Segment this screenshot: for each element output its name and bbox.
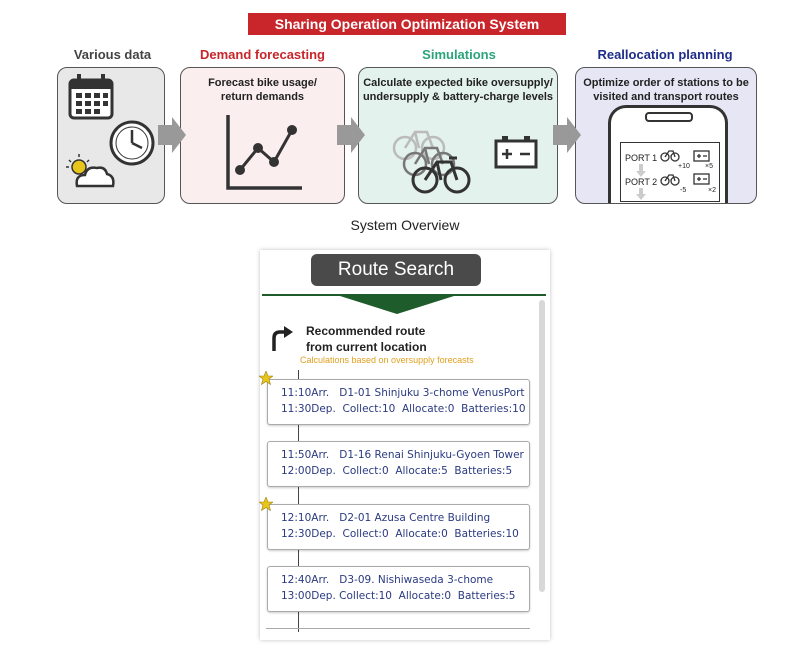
next-card-edge: [266, 628, 530, 629]
stage-title-demand-forecasting: Demand forecasting: [200, 47, 325, 62]
stop-arrival: 11:10Arr. D1-01 Shinjuku 3-chome VenusPo…: [281, 387, 525, 399]
stage-title-simulations: Simulations: [422, 47, 496, 62]
header-divider: [262, 294, 546, 296]
stage-title-reallocation-planning: Reallocation planning: [597, 47, 733, 62]
turn-right-icon: [272, 326, 293, 351]
port-2-battery-count: ×2: [708, 187, 716, 194]
route-search-button[interactable]: Route Search: [311, 254, 481, 286]
port-2-label: PORT 2: [625, 177, 658, 187]
demand-text-line1: Forecast bike usage/: [208, 77, 317, 89]
arrow-right-icon: [158, 117, 186, 153]
recommended-route-heading-line2: from current location: [306, 340, 427, 354]
phone-screen: [620, 142, 720, 202]
demand-forecasting-box: [180, 67, 345, 204]
reallocation-text-line1: Optimize order of stations to be: [583, 77, 749, 89]
stop-arrival: 12:10Arr. D2-01 Azusa Centre Building: [281, 512, 491, 524]
down-arrow-icon: [636, 188, 646, 200]
port-1-bike-change: +10: [678, 163, 690, 170]
reallocation-text-line2: visited and transport routes: [593, 91, 739, 103]
route-stop-card[interactable]: 12:40Arr. D3-09. Nishiwaseda 3-chome 13:…: [267, 566, 530, 612]
weather-icon: [66, 154, 115, 188]
clock-icon: [109, 120, 155, 166]
recommended-route-heading-line1: Recommended route: [306, 324, 426, 338]
stop-arrival: 12:40Arr. D3-09. Nishiwaseda 3-chome: [281, 574, 494, 586]
simulation-text-line1: Calculate expected bike oversupply/: [363, 77, 553, 89]
star-icon: [259, 371, 273, 385]
port-icons: [660, 150, 710, 186]
various-data-icons: [66, 74, 155, 188]
port-2-bike-change: -5: [680, 187, 687, 194]
simulations-box: [358, 67, 558, 204]
route-timeline: [298, 370, 299, 632]
simulation-text-line2: undersupply & battery-charge levels: [362, 91, 554, 103]
battery-icon: [494, 136, 538, 169]
stop-departure: 13:00Dep. Collect:10 Allocate:0 Batterie…: [281, 590, 516, 602]
calendar-icon: [68, 74, 114, 120]
bicycles-icon: [392, 130, 471, 194]
bicycle-icon: [660, 150, 680, 186]
line-chart-icon: [226, 115, 302, 190]
arrow-right-icon: [553, 117, 581, 153]
star-icon: [259, 497, 273, 511]
stop-departure: 12:00Dep. Collect:0 Allocate:5 Batteries…: [281, 465, 513, 477]
route-stop-card[interactable]: 12:10Arr. D2-01 Azusa Centre Building 12…: [267, 504, 530, 550]
battery-icon: [693, 150, 710, 185]
system-title-banner: Sharing Operation Optimization System: [248, 13, 566, 35]
route-stop-card[interactable]: 11:50Arr. D1-16 Renai Shinjuku-Gyoen Tow…: [267, 441, 530, 487]
forecast-note: Calculations based on oversupply forecas…: [300, 355, 474, 365]
stage-title-various-data: Various data: [73, 47, 152, 62]
phone-speaker: [645, 112, 693, 122]
port-1-battery-count: ×5: [705, 163, 713, 170]
scrollbar[interactable]: [539, 300, 545, 592]
arrow-right-icon: [337, 117, 365, 153]
figure-caption: System Overview: [350, 217, 460, 233]
port-1-label: PORT 1: [625, 153, 658, 163]
demand-text-line2: return demands: [220, 91, 305, 103]
stop-departure: 12:30Dep. Collect:0 Allocate:0 Batteries…: [281, 528, 519, 540]
green-pointer-icon: [340, 296, 454, 314]
down-arrow-icon: [636, 164, 646, 177]
stop-departure: 11:30Dep. Collect:10 Allocate:0 Batterie…: [281, 403, 526, 415]
route-stop-card[interactable]: 11:10Arr. D1-01 Shinjuku 3-chome VenusPo…: [267, 379, 530, 425]
stop-arrival: 11:50Arr. D1-16 Renai Shinjuku-Gyoen Tow…: [281, 449, 524, 461]
